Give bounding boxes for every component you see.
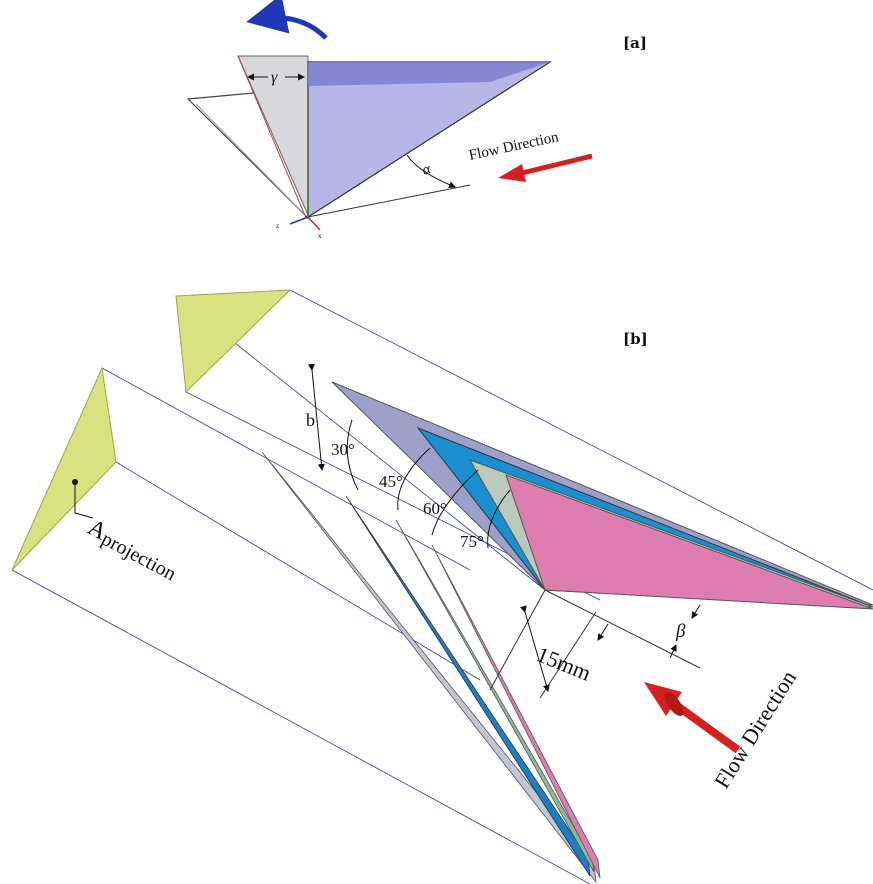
reference-red-line [237,55,307,219]
angle-75-arc [487,489,511,549]
flow-direction-label-b: Flow Direction [709,666,801,793]
projection-guide-1 [289,289,873,591]
projection-area-top [175,289,292,394]
panel-b-label: [b] [623,330,648,348]
wing-30-side-view [261,451,597,884]
axis-x-label: x [318,232,322,240]
beta-arrow-bottom [669,644,677,659]
flow-arrow-cone-rim [664,692,684,716]
spacing-label: 15mm [533,641,595,685]
gamma-symbol: γ [271,69,278,86]
axis-z-line [289,216,309,225]
b-dimension-line [307,363,325,471]
panel-a-label: [a] [623,34,647,52]
spacing-tick-right [597,623,609,641]
wing-75-deg [505,474,873,610]
flow-arrow-shaft-a [517,153,593,177]
blue-wing-top-band [308,62,550,86]
angle-30-arc [346,419,359,491]
projection-guide-6 [11,569,591,884]
alpha-symbol: α [420,161,434,179]
axis-x-line [307,216,321,231]
projection-label-sub: projection [98,528,180,585]
flow-reference-line [307,184,471,218]
rotated-wing-edge [195,103,307,217]
projection-leader-tick [74,512,94,519]
axis-z-label: z [276,222,279,230]
spacing-leader-1 [489,589,546,691]
panel-b: [b] Aprojection b 30 [11,289,873,884]
beta-reference-line [544,589,701,669]
projection-guide-4 [101,367,471,571]
flow-arrow-head-a [498,164,526,182]
rotation-arrow-icon [246,0,328,40]
angle-60-arc [431,469,479,536]
alpha-arc [406,154,456,188]
projection-area-left [11,366,117,571]
projection-guide-2 [175,295,546,591]
angle-45-label: 45° [379,472,403,491]
beta-symbol: β [675,621,686,642]
panel-a: [a] γ α z x Flow Direction [186,0,647,240]
projection-guide-5 [115,461,481,681]
spacing-dimension-line [519,605,550,692]
angle-60-label: 60° [423,499,447,518]
angle-30-label: 30° [331,440,355,459]
b-label: b [306,410,315,430]
wing-75-side-view [431,544,601,879]
beta-arrow-top [691,604,701,619]
flow-direction-label-a: Flow Direction [468,129,561,164]
flow-arrow-head-b [644,682,682,716]
wing-45-side-view [345,495,591,877]
angle-75-label: 75° [460,532,484,551]
projection-label: Aprojection [82,514,182,585]
angle-45-arc [397,447,431,511]
